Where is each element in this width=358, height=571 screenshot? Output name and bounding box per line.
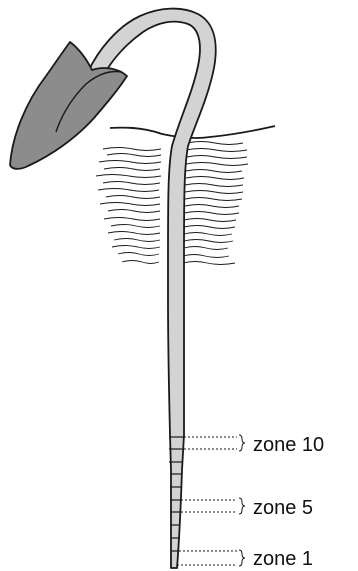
zone-10-leader <box>184 435 245 451</box>
zone-5-leader <box>181 498 245 514</box>
zone-1-label: zone 1 <box>253 548 313 570</box>
zone-1-leader <box>177 550 245 566</box>
root-hairs-left <box>96 148 161 264</box>
root-hairs-right <box>183 142 248 265</box>
zone-10-label: zone 10 <box>253 434 324 456</box>
zone-5-label: zone 5 <box>253 497 313 519</box>
